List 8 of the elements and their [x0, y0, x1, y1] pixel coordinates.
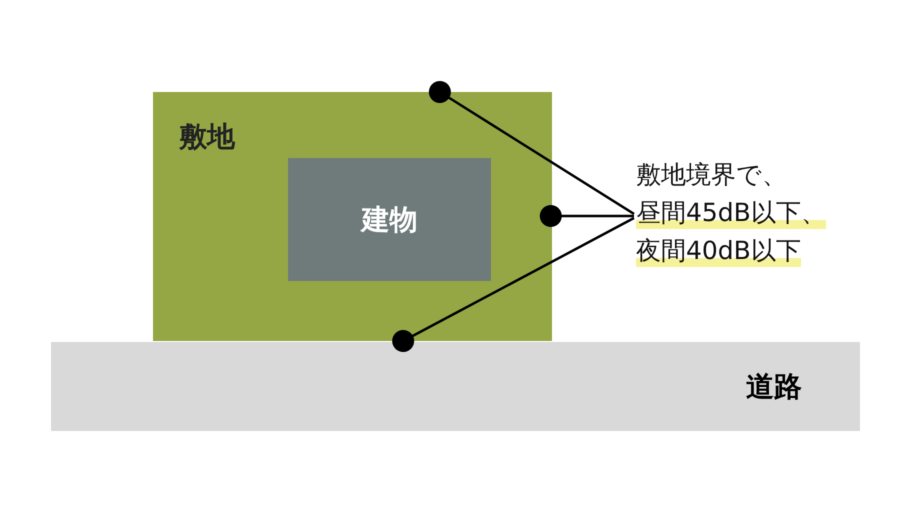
note-text: 敷地境界で、	[636, 159, 787, 191]
road-band: 道路	[51, 342, 860, 431]
leader-line	[392, 216, 635, 352]
leader-line	[428, 81, 635, 216]
area-label: 敷地	[179, 119, 235, 155]
site-area	[153, 92, 552, 341]
building-box: 建物	[288, 158, 491, 281]
leader-line	[540, 205, 634, 227]
